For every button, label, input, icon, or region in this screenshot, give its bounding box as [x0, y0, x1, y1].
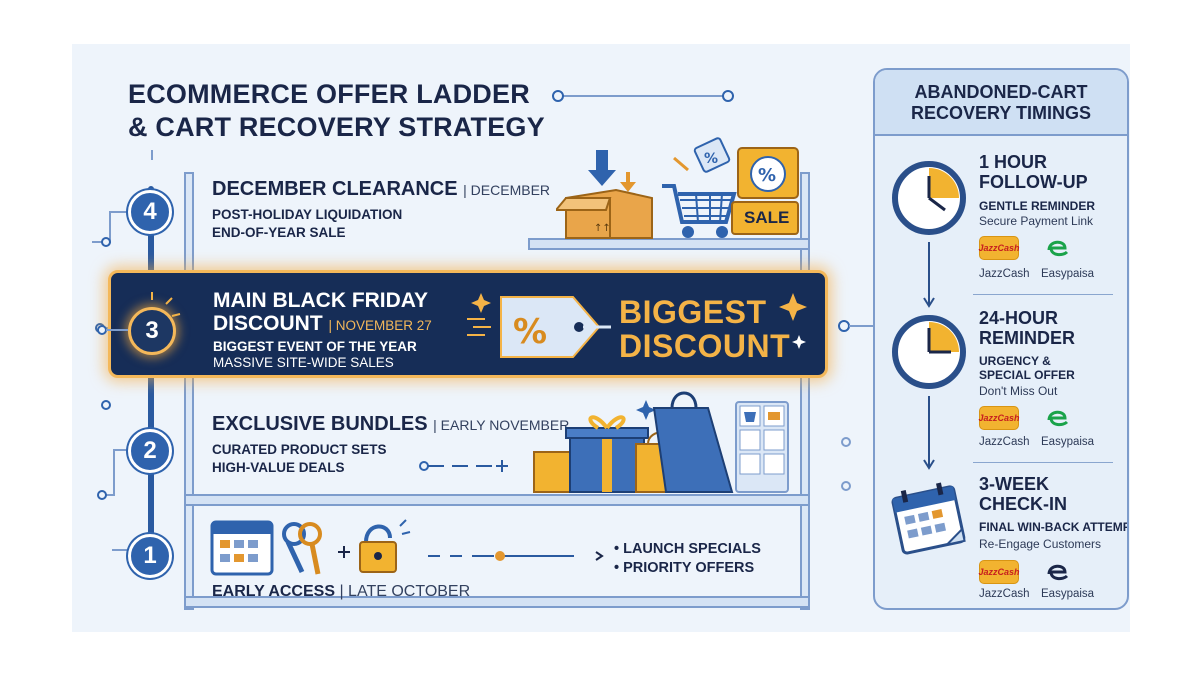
easypaisa-logo-icon [1047, 410, 1069, 427]
clearance-illustration-icon: ↑↑ % % [556, 137, 799, 239]
tier-1-node: 1 [128, 534, 172, 578]
easypaisa-logo-icon [1047, 564, 1069, 581]
step-2-subtitle: URGENCY & SPECIAL OFFER [979, 354, 1075, 382]
shelf-board-bottom [184, 596, 810, 608]
tier-3-node: 3 [128, 307, 176, 355]
step-1-pay1-label: JazzCash [979, 268, 1030, 280]
step-2-pay1-label: JazzCash [979, 436, 1030, 448]
step-2-pay2-label: Easypaisa [1041, 436, 1095, 448]
tier-2-desc: CURATED PRODUCT SETS HIGH-VALUE DEALS [212, 442, 387, 475]
step-3-note: Re-Engage Customers [979, 537, 1102, 551]
discount-tag-icon: % [467, 293, 611, 358]
biggest-discount-label: BIGGEST DISCOUNT [619, 294, 791, 364]
jazzcash-logo-icon: JazzCash [978, 236, 1020, 260]
svg-text:↑↑: ↑↑ [594, 223, 611, 234]
step-1-subtitle: GENTLE REMINDER [979, 199, 1096, 213]
svg-text:%: % [513, 312, 547, 352]
sparkle-icon [779, 293, 807, 349]
clock-24-hour-icon [892, 315, 966, 389]
tier-4-node: 4 [128, 190, 172, 234]
tier-3-name: MAIN BLACK FRIDAY DISCOUNT | NOVEMBER 27 [213, 289, 432, 335]
bundles-illustration-icon [533, 391, 789, 493]
decor-dots-icon [841, 437, 851, 491]
jazzcash-logo-icon: JazzCash [978, 560, 1020, 584]
step-3-pay2-label: Easypaisa [1041, 588, 1095, 600]
title-connector-icon [552, 90, 734, 102]
tier-4-desc: POST-HOLIDAY LIQUIDATION END-OF-YEAR SAL… [212, 207, 403, 240]
step-3-pay1-label: JazzCash [979, 588, 1030, 600]
step-2-title: 24-HOUR REMINDER [979, 308, 1076, 348]
easypaisa-logo-icon [1047, 240, 1069, 257]
calendar-icon [891, 482, 966, 555]
sale-tag: SALE [744, 208, 790, 227]
early-access-illustration-icon [210, 519, 411, 576]
early-access-connector-icon [428, 551, 604, 561]
divider-1 [973, 294, 1113, 295]
clock-1-hour-icon [892, 161, 966, 235]
step-3-subtitle: FINAL WIN-BACK ATTEMPT [979, 520, 1129, 534]
shelf-board-middle [184, 494, 810, 506]
shelf-right-post [800, 172, 810, 610]
tier-4-name: DECEMBER CLEARANCE | DECEMBER [212, 178, 551, 200]
svg-text:%: % [704, 151, 718, 167]
step-1-title: 1 HOUR FOLLOW-UP [979, 152, 1088, 192]
hero-node-burst-icon [97, 292, 181, 335]
step-1-note: Secure Payment Link [979, 214, 1094, 228]
tier-2-name: EXCLUSIVE BUNDLES | EARLY NOVEMBER [212, 413, 570, 435]
tier-2-node: 2 [128, 429, 172, 473]
early-access-bullets: • LAUNCH SPECIALS • PRIORITY OFFERS [614, 541, 761, 576]
bundle-connector-icon [419, 460, 508, 472]
shelf-left-post [184, 172, 194, 610]
step-1-pay2-label: Easypaisa [1041, 268, 1095, 280]
step-3-title: 3-WEEK CHECK-IN [979, 474, 1067, 514]
shelf-board-top [528, 238, 810, 250]
tier-3-hero-banner: MAIN BLACK FRIDAY DISCOUNT | NOVEMBER 27… [108, 270, 828, 378]
tier-3-desc: BIGGEST EVENT OF THE YEAR MASSIVE SITE-W… [213, 339, 417, 370]
flow-arrow-icon [923, 396, 935, 470]
tier-1-name: EARLY ACCESS | LATE OCTOBER [212, 583, 471, 600]
jazzcash-logo-icon: JazzCash [978, 406, 1020, 430]
panel-title: ABANDONED-CART RECOVERY TIMINGS [875, 70, 1127, 136]
hero-connector-icon [838, 320, 876, 332]
step-2-note: Don't Miss Out [979, 384, 1058, 398]
divider-2 [973, 462, 1113, 463]
page-title: ECOMMERCE OFFER LADDER & CART RECOVERY S… [128, 79, 545, 142]
svg-text:%: % [758, 165, 776, 186]
cart-recovery-panel: ABANDONED-CART RECOVERY TIMINGS 1 HOUR F… [873, 68, 1129, 610]
flow-arrow-icon [923, 242, 935, 308]
